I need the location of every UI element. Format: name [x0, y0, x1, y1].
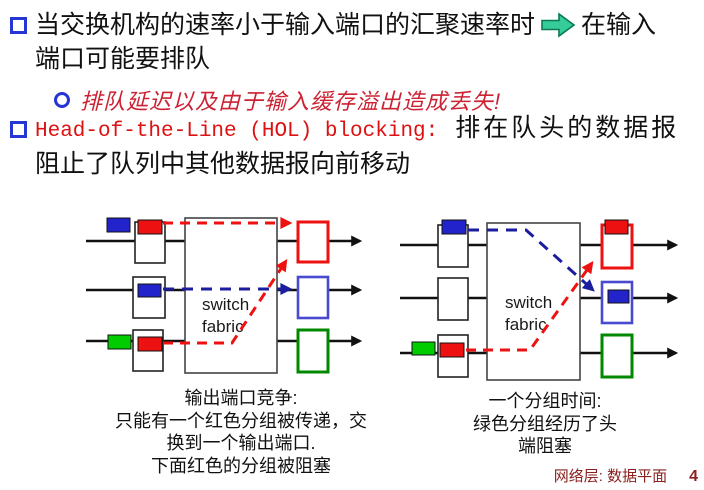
- left-switch-diagram: switch fabric: [86, 217, 363, 374]
- bullet-2-line2: 阻止了队列中其他数据报向前移动: [35, 150, 411, 178]
- packet-red-head: [439, 342, 465, 358]
- switch-fabric-label-2: fabric: [505, 315, 547, 334]
- packet-red-delivered: [604, 219, 629, 235]
- output-port-green: [600, 333, 634, 379]
- bullet-2-text: Head-of-the-Line (HOL) blocking: 排在队头的数据…: [35, 112, 679, 181]
- output-port-red: [296, 220, 330, 264]
- square-bullet-icon: [10, 17, 27, 34]
- green-block-arrow-icon: [541, 12, 576, 38]
- packet-blue-head: [441, 219, 467, 235]
- bullet-1-line1-post: 在输入: [581, 11, 657, 39]
- packet-red-head-2: [137, 336, 163, 352]
- packet-blue-head: [137, 283, 162, 298]
- left-diagram-caption: 输出端口竞争: 只能有一个红色分组被传递，交 换到一个输出端口. 下面红色的分组…: [76, 387, 406, 477]
- input-queue-2: [437, 277, 469, 321]
- caption-line: 端阻塞: [518, 436, 572, 456]
- switch-fabric-label-1: switch: [202, 295, 249, 314]
- packet-blue-delivered: [607, 289, 630, 304]
- packet-red-head-1: [137, 219, 163, 235]
- caption-line: 换到一个输出端口.: [166, 433, 316, 453]
- sub-bullet-text: 排队延迟以及由于输入缓存溢出造成丢失!: [80, 89, 502, 114]
- square-bullet-icon: [10, 121, 27, 138]
- caption-line: 一个分组时间:: [488, 391, 602, 411]
- right-switch-diagram: switch fabric: [400, 219, 679, 381]
- switch-fabric-label-1: switch: [505, 293, 552, 312]
- switch-fabric-label-2: fabric: [202, 317, 244, 336]
- bullet-1: 当交换机构的速率小于输入端口的汇聚速率时 在输入 端口可能要排队: [8, 8, 656, 76]
- caption-line: 绿色分组经历了头: [473, 413, 617, 434]
- packet-blue-waiting: [106, 217, 131, 233]
- right-diagram-caption: 一个分组时间: 绿色分组经历了头 端阻塞: [416, 390, 674, 458]
- blue-flow-diagonal: [468, 228, 595, 292]
- hol-english-label: Head-of-the-Line (HOL) blocking:: [35, 120, 439, 143]
- bullet-2-line1-zh: 排在队头的数据报: [455, 114, 680, 142]
- packet-green-blocked: [411, 341, 436, 356]
- caption-line: 只能有一个红色分组被传递，交: [115, 410, 367, 431]
- page-number: 4: [689, 468, 698, 485]
- output-port-green: [296, 328, 330, 374]
- bullet-1-line1-pre: 当交换机构的速率小于输入端口的汇聚速率时: [35, 11, 536, 39]
- circle-bullet-icon: [54, 92, 70, 108]
- bullet-2: Head-of-the-Line (HOL) blocking: 排在队头的数据…: [8, 112, 679, 181]
- red-flow-diagonal: [466, 261, 594, 352]
- bullet-1-text: 当交换机构的速率小于输入端口的汇聚速率时 在输入 端口可能要排队: [35, 8, 656, 76]
- caption-line: 下面红色的分组被阻塞: [151, 455, 331, 476]
- sub-bullet: 排队延迟以及由于输入缓存溢出造成丢失!: [54, 84, 501, 116]
- bullet-1-line2: 端口可能要排队: [35, 45, 211, 73]
- red-flow-bottom-diagonal: [163, 258, 288, 345]
- footer-title: 网络层: 数据平面: [553, 468, 668, 485]
- output-port-blue: [296, 275, 330, 320]
- slide-footer: 网络层: 数据平面 4: [554, 465, 698, 486]
- caption-line: 输出端口竞争:: [184, 388, 298, 408]
- packet-green-waiting: [107, 334, 132, 350]
